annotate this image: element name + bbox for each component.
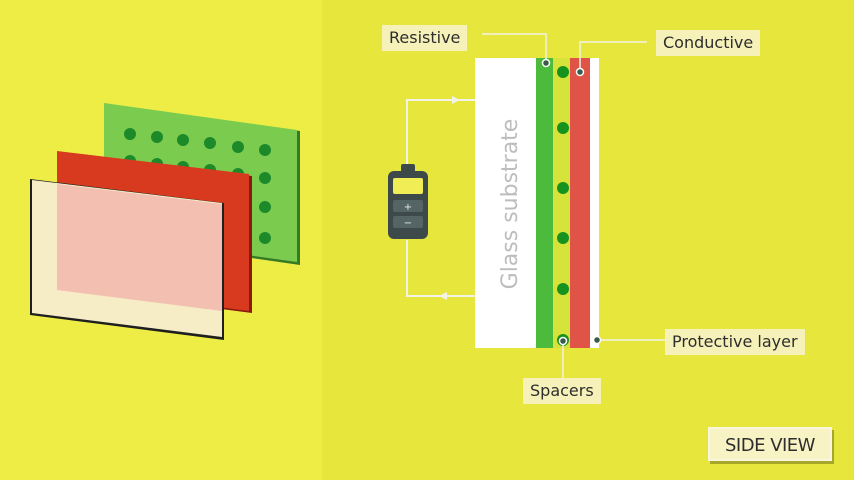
- callout-markers: [541, 58, 602, 346]
- layer-gap: [553, 58, 570, 348]
- front-glass-layer: [30, 179, 224, 340]
- glass-substrate: [475, 58, 536, 348]
- battery-icon: + −: [388, 164, 428, 239]
- conductive-layer: [570, 58, 590, 348]
- glass-substrate-label: Glass substrate: [498, 119, 523, 290]
- conductive-label: Conductive: [656, 30, 761, 56]
- callout-lines: [482, 33, 668, 378]
- protective-layer-label: Protective layer: [665, 329, 805, 355]
- exploded-layer-view: [30, 103, 300, 340]
- side-view: + − Glass substrate: [388, 33, 668, 378]
- battery-plus-sign: +: [404, 202, 412, 213]
- side-view-button[interactable]: SIDE VIEW: [708, 427, 832, 461]
- protective-layer: [590, 58, 599, 348]
- resistive-layer: [536, 58, 553, 348]
- spacers-label: Spacers: [523, 378, 601, 404]
- resistive-label: Resistive: [382, 25, 468, 51]
- battery-minus-sign: −: [404, 218, 412, 229]
